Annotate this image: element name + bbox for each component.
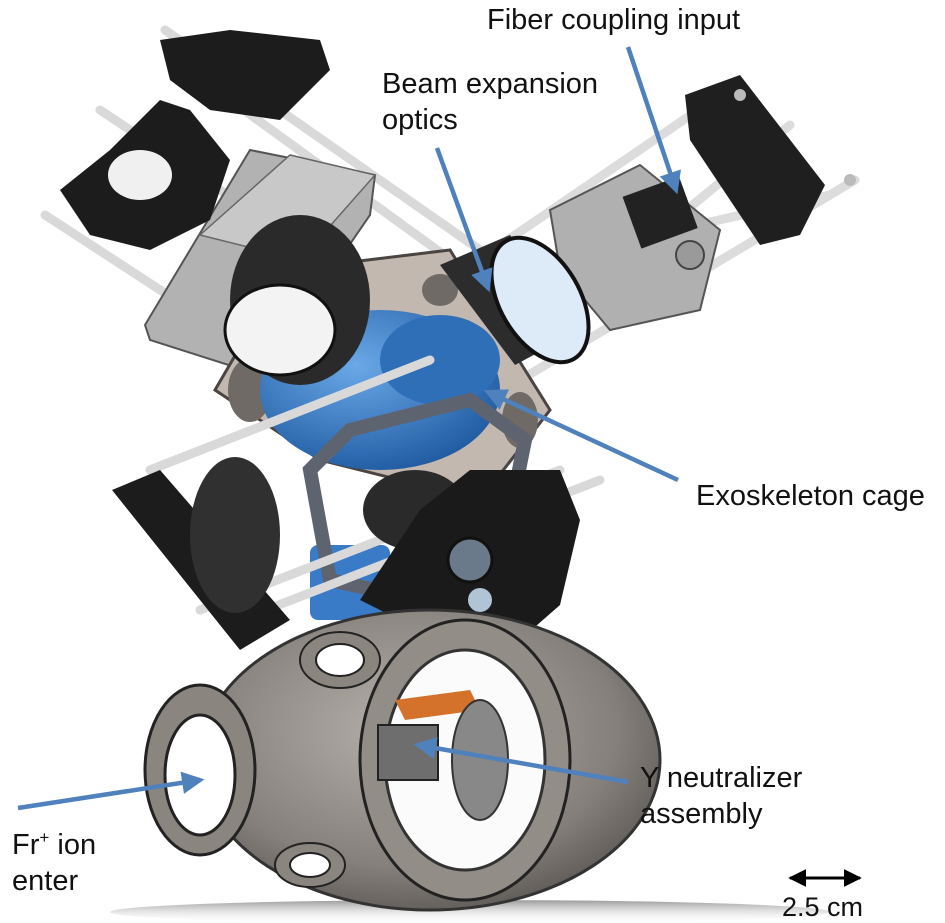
label-beam-line2: optics	[382, 104, 458, 136]
lower-cross-mount	[360, 470, 580, 640]
arrow-exo	[483, 389, 679, 483]
lens-tube-upper	[223, 215, 370, 385]
annotation-arrows	[17, 46, 681, 811]
scale-bar-label: 2.5 cm	[782, 892, 864, 922]
right-end-plate	[685, 75, 856, 245]
label-fiber-line1: Fiber coupling input	[487, 4, 741, 36]
ion-charge: +	[39, 828, 50, 847]
arrow-beam	[434, 147, 493, 293]
arrow-fr	[17, 771, 205, 811]
label-exo-line1: Exoskeleton cage	[696, 480, 925, 512]
label-yneut-line1: Y neutralizer	[640, 762, 803, 794]
label-y-neutralizer-assembly: Y neutralizer assembly	[640, 760, 802, 832]
ion-symbol: Fr	[12, 829, 40, 861]
label-fr-ion-enter: Fr+ ion enter	[12, 820, 96, 899]
label-fr-line2: enter	[12, 865, 79, 897]
label-beam-line1: Beam expansion	[382, 68, 599, 100]
label-exoskeleton-cage: Exoskeleton cage	[696, 478, 925, 514]
label-fr-line1: Fr+ ion	[12, 820, 96, 863]
ion-word: ion	[49, 829, 97, 861]
label-fiber-coupling-input: Fiber coupling input	[487, 2, 740, 38]
upper-cross-mounts	[60, 30, 330, 250]
translation-stage-right	[548, 163, 722, 332]
arrow-yneut	[413, 737, 629, 785]
label-yneut-line2: assembly	[640, 798, 763, 830]
arrow-fiber	[625, 46, 681, 195]
vacuum-chamber	[143, 608, 662, 912]
label-beam-expansion-optics: Beam expansion optics	[382, 66, 598, 138]
ground-shadow	[110, 900, 830, 923]
